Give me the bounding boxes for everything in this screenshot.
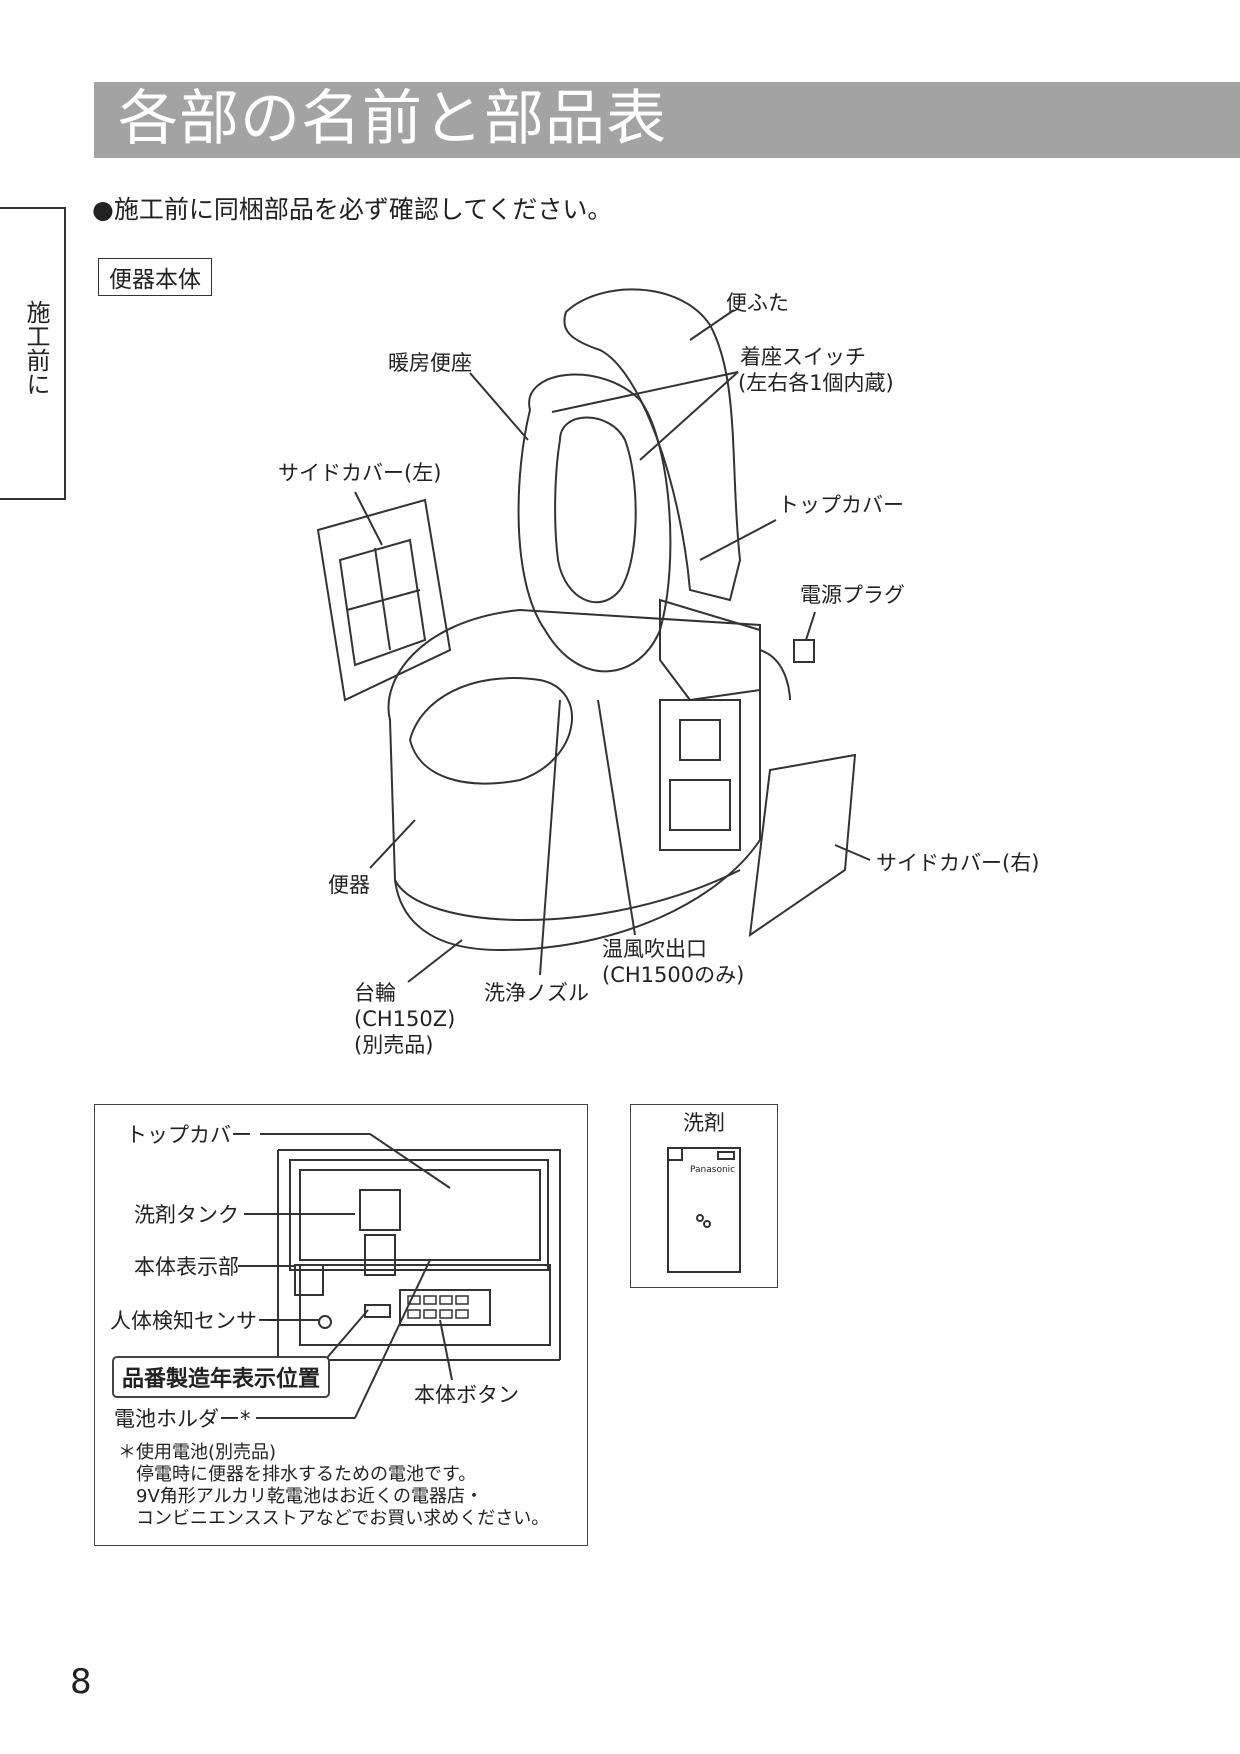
detail-label-top-cover: トップカバー <box>126 1123 252 1147</box>
detergent-brand: Panasonic <box>690 1165 736 1175</box>
battery-note-line3: 9V角形アルカリ乾電池はお近くの電器店・ <box>136 1486 484 1507</box>
label-warm-air-note: (CH1500のみ) <box>602 963 745 987</box>
detergent-label: 洗剤 <box>683 1111 725 1135</box>
main-box-label: 便器本体 <box>98 258 212 296</box>
label-top-cover: トップカバー <box>778 493 904 517</box>
side-cover-right-shape <box>748 753 857 938</box>
battery-note-line2: 停電時に便器を排水するための電池です。 <box>136 1464 477 1485</box>
label-bowl: 便器 <box>328 873 370 897</box>
side-tab-label: 施工前に <box>22 300 50 396</box>
label-seat-switch-note: (左右各1個内蔵) <box>738 371 894 395</box>
side-cover-left-shape <box>316 498 452 702</box>
battery-note-line1: ＊使用電池(別売品) <box>118 1442 277 1463</box>
detergent-frame <box>630 1104 778 1288</box>
side-tab <box>0 207 66 500</box>
label-side-cover-left: サイドカバー(左) <box>278 461 442 485</box>
detail-label-battery-holder: 電池ホルダー* <box>114 1407 251 1431</box>
label-power-plug: 電源プラグ <box>800 583 905 607</box>
detail-frame <box>94 1104 588 1546</box>
bowl-shape <box>387 608 761 952</box>
detail-label-display: 本体表示部 <box>134 1255 239 1279</box>
detail-label-sensor: 人体検知センサー <box>110 1309 278 1333</box>
label-warm-air: 温風吹出口 <box>602 937 707 961</box>
label-seat-switch: 着座スイッチ <box>740 345 866 369</box>
detail-label-main-button: 本体ボタン <box>414 1383 519 1407</box>
page-number: 8 <box>70 1662 92 1702</box>
label-pedestal-note: (別売品) <box>354 1033 434 1057</box>
battery-note-line4: コンビニエンスストアなどでお買い求めください。 <box>136 1508 550 1529</box>
label-pedestal: 台輪 <box>354 981 396 1005</box>
detail-label-detergent-tank: 洗剤タンク <box>134 1203 239 1227</box>
label-lid: 便ふた <box>726 291 789 315</box>
lid-shape <box>563 288 742 602</box>
battery-note: ＊使用電池(別売品) 停電時に便器を排水するための電池です。 9V角形アルカリ乾… <box>118 1442 549 1530</box>
detail-label-model-year: 品番製造年表示位置 <box>112 1356 331 1398</box>
label-side-cover-right: サイドカバー(右) <box>876 851 1040 875</box>
label-pedestal-model: (CH150Z) <box>354 1007 456 1031</box>
notice-text: ●施工前に同梱部品を必ず確認してください。 <box>92 195 613 224</box>
label-nozzle: 洗浄ノズル <box>484 981 589 1005</box>
title-bar <box>94 82 1240 158</box>
label-heated-seat: 暖房便座 <box>388 351 472 375</box>
page-title: 各部の名前と部品表 <box>118 84 667 154</box>
